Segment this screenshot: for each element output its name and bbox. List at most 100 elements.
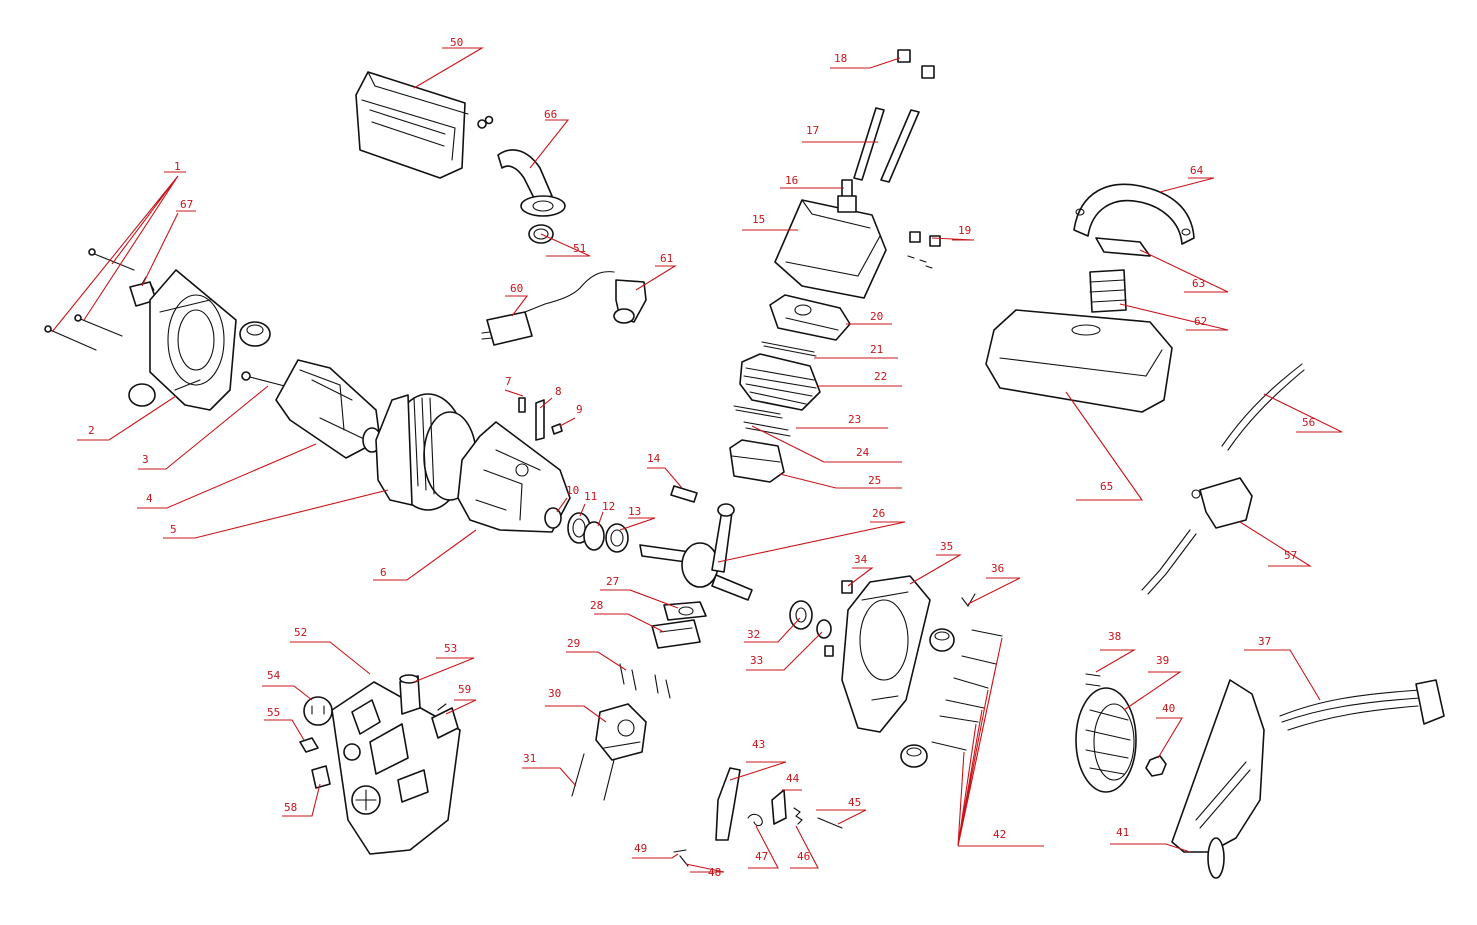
leader-64 [1159,177,1215,193]
leader-28 [594,613,665,633]
part-43-governor-arm [715,767,741,841]
part-rubber-mount-middle [929,628,955,652]
callout-41: 41 [1116,826,1129,839]
callout-49: 49 [634,842,647,855]
callout-10: 10 [566,484,579,497]
part-61-plug-cap [613,279,647,324]
leader-7 [504,389,524,397]
part-66-elbow-pipe [497,149,566,217]
part-6-front-housing [457,421,571,533]
leader-49 [632,853,679,859]
callout-57: 57 [1284,549,1297,562]
leader-35 [909,554,963,585]
leader-34 [847,567,874,587]
leader-1 [51,171,186,333]
callout-51: 51 [573,242,586,255]
callout-37: 37 [1258,635,1271,648]
leader-61 [635,265,677,291]
leader-54 [262,685,313,701]
callout-45: 45 [848,796,861,809]
leader-12 [597,511,604,527]
part-20-cylinder-head [769,294,851,341]
leader-65 [1065,391,1144,501]
callout-16: 16 [785,174,798,187]
leader-41 [1110,843,1191,853]
part-22-cylinder [739,353,821,411]
callout-11: 11 [584,490,597,503]
part-38-bolts [1085,673,1101,687]
leader-36 [967,577,1021,605]
part-21-head-gasket [761,341,817,357]
callout-19: 19 [958,224,971,237]
part-57-fuel-valve [1141,477,1253,595]
part-39-flywheel [1075,687,1137,793]
part-24-piston-rings [743,421,791,437]
leader-67 [141,210,196,287]
part-rubber-mount-upper [239,321,271,347]
part-9-screw [551,423,563,435]
leader-4 [137,443,317,509]
leader-59 [445,699,477,715]
leader-18 [830,57,901,69]
callout-33: 33 [750,654,763,667]
part-65-fuel-tank [985,309,1173,413]
callout-39: 39 [1156,654,1169,667]
leader-53 [413,657,475,683]
part-36-clip [961,593,976,607]
part-5-stator [375,393,477,511]
callout-42: 42 [993,828,1006,841]
part-7-pin [518,397,526,413]
leader-66 [529,119,570,169]
callout-55: 55 [267,706,280,719]
callout-5: 5 [170,523,177,536]
leader-48 [685,863,725,873]
callout-67: 67 [180,198,193,211]
part-59-module [431,703,459,739]
part-63-filler-gasket [1095,237,1151,257]
callout-21: 21 [870,343,883,356]
callout-15: 15 [752,213,765,226]
callout-3: 3 [142,453,149,466]
leader-25 [779,473,902,489]
part-50-air-cleaner-cover [355,71,494,179]
callout-22: 22 [874,370,887,383]
part-49-pin [673,849,687,853]
leader-26 [717,521,906,563]
part-4-rotor [275,359,382,459]
callout-60: 60 [510,282,523,295]
leader-47 [748,825,779,869]
leader-37 [1244,649,1321,701]
leader-39 [1123,671,1182,711]
callout-36: 36 [991,562,1004,575]
part-56-fuel-hose [1221,363,1305,451]
leader-29 [566,651,627,671]
part-34-bushing [824,580,853,657]
part-1-long-bolts [44,248,135,351]
part-28-insulator [651,619,701,649]
leader-3 [138,385,269,470]
callout-58: 58 [284,801,297,814]
callout-54: 54 [267,669,281,682]
part-31-studs [571,753,615,801]
leader-33 [746,631,823,671]
callout-23: 23 [848,413,861,426]
part-rubber-mount-lower [900,744,928,768]
leader-55 [264,719,305,741]
part-35-crankcase-cover [841,575,931,733]
callout-29: 29 [567,637,580,650]
callout-38: 38 [1108,630,1121,643]
callout-32: 32 [747,628,760,641]
leader-58 [282,783,321,817]
part-19-valve-parts [907,231,941,269]
part-62-fuel-filter [1089,269,1127,313]
leader-8 [539,397,553,409]
callout-9: 9 [576,403,583,416]
callout-43: 43 [752,738,765,751]
leader-52 [290,641,371,675]
part-25-piston [729,439,785,483]
callout-2: 2 [88,424,95,437]
callout-63: 63 [1192,277,1205,290]
callout-25: 25 [868,474,881,487]
leader-5 [163,489,389,539]
